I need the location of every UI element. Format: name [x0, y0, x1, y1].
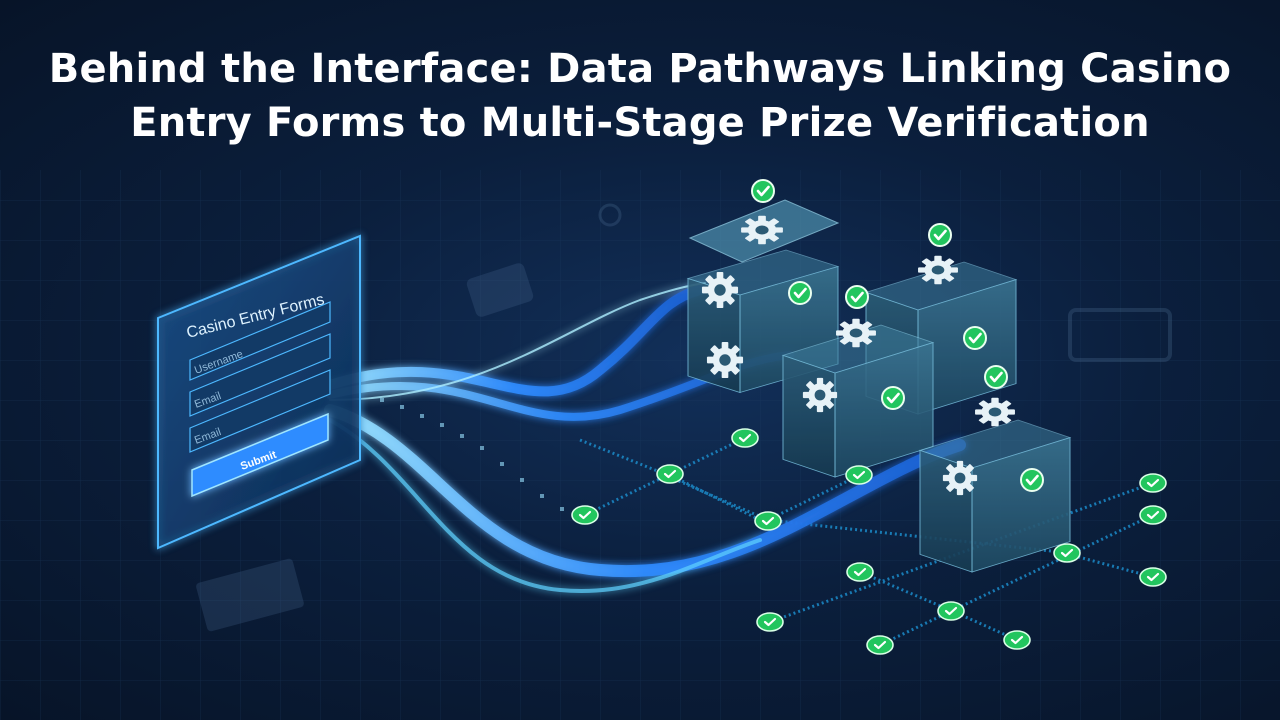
- email-field[interactable]: Email: [189, 333, 331, 417]
- check-icon: [787, 280, 813, 306]
- check-icon: [1052, 542, 1082, 564]
- document-icon: [196, 558, 304, 632]
- check-icon: [753, 510, 783, 532]
- background-decor: [196, 203, 1172, 632]
- check-icon: [927, 222, 953, 248]
- gear-icon: [706, 341, 744, 379]
- check-icon: [983, 364, 1009, 390]
- title-line-2: Entry Forms to Multi-Stage Prize Verific…: [130, 100, 1150, 146]
- verification-cube-1-top: [688, 178, 840, 263]
- check-icon: [750, 178, 776, 204]
- check-icon: [755, 611, 785, 633]
- check-icon: [1019, 467, 1045, 493]
- track-7: [579, 438, 761, 522]
- gear-icon: [942, 460, 978, 496]
- track-6: [879, 513, 1154, 647]
- check-icon: [865, 634, 895, 656]
- email-field-2[interactable]: Email: [189, 369, 331, 453]
- gear-icon: [836, 318, 876, 348]
- stream-branch: [328, 418, 762, 594]
- gear-icon: [975, 397, 1015, 427]
- check-icon: [1138, 472, 1168, 494]
- page-title: Behind the Interface: Data Pathways Link…: [0, 42, 1280, 150]
- check-icon: [962, 325, 988, 351]
- track-3: [767, 473, 861, 522]
- card-icon: [466, 263, 534, 317]
- check-icon: [1138, 566, 1168, 588]
- check-icon: [844, 284, 870, 310]
- check-icon: [845, 561, 875, 583]
- check-icon: [936, 600, 966, 622]
- stream-to-cube-1: [325, 285, 705, 397]
- check-icon: [844, 464, 874, 486]
- ticket-icon: [1068, 308, 1172, 362]
- node-icon: [598, 203, 622, 227]
- check-icon: [1002, 629, 1032, 651]
- check-icon: [1138, 504, 1168, 526]
- track-2: [664, 473, 1154, 579]
- gear-icon: [918, 255, 958, 285]
- check-icon: [655, 463, 685, 485]
- stream-to-cube-3: [324, 404, 966, 578]
- submit-button[interactable]: Submit: [191, 412, 329, 498]
- check-icon: [570, 504, 600, 526]
- entry-form-panel: Casino Entry Forms Username Email Email …: [157, 234, 361, 550]
- gear-icon: [741, 215, 783, 245]
- check-icon: [880, 385, 906, 411]
- gear-icon: [802, 377, 838, 413]
- circuit-tracks: [579, 436, 1154, 647]
- data-particles: [380, 398, 564, 511]
- stream-highlight: [329, 282, 706, 401]
- track-5: [859, 570, 1018, 642]
- title-line-1: Behind the Interface: Data Pathways Link…: [48, 46, 1232, 92]
- gear-icon: [701, 271, 739, 309]
- check-icon: [730, 427, 760, 449]
